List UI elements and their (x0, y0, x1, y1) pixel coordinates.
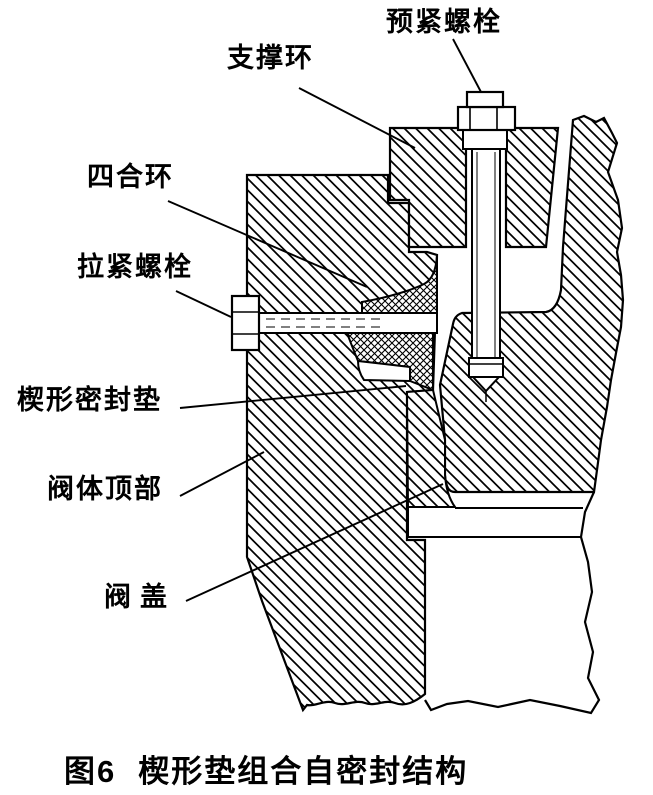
four-piece-ring-upper (361, 255, 438, 314)
leader-valve-body-top (179, 451, 265, 497)
bonnet-neck-section (405, 388, 457, 508)
label-valve-body-top: 阀体顶部 (47, 474, 163, 504)
label-valve-bonnet: 阀盖 (104, 582, 176, 612)
figure-caption: 图6 楔形垫组合自密封结构 (64, 746, 468, 791)
support-ring-right-section (504, 126, 560, 249)
torn-lower-outline (424, 491, 601, 715)
leader-pre-tightening-bolt (452, 38, 482, 93)
leader-valve-bonnet (185, 483, 444, 602)
leader-four-piece-ring (167, 200, 368, 288)
figure-number: 图6 (64, 754, 117, 789)
body-ledge-lines (407, 507, 583, 538)
leader-tension-bolt (175, 290, 232, 318)
label-support-ring: 支撑环 (227, 43, 314, 73)
label-four-piece-ring: 四合环 (87, 162, 174, 192)
figure-title: 楔形垫组合自密封结构 (138, 754, 469, 789)
label-pre-tightening-bolt: 预紧螺栓 (386, 7, 502, 37)
label-tension-bolt: 拉紧螺栓 (77, 252, 193, 282)
tension-bolt-shape (230, 294, 438, 352)
leader-support-ring (298, 87, 416, 149)
leader-wedge-seal-gasket (179, 385, 407, 409)
wedge-seal-gasket-shape (356, 359, 411, 383)
pre-tightening-bolt-shape (456, 90, 517, 402)
label-wedge-seal-gasket: 楔形密封垫 (17, 385, 162, 415)
